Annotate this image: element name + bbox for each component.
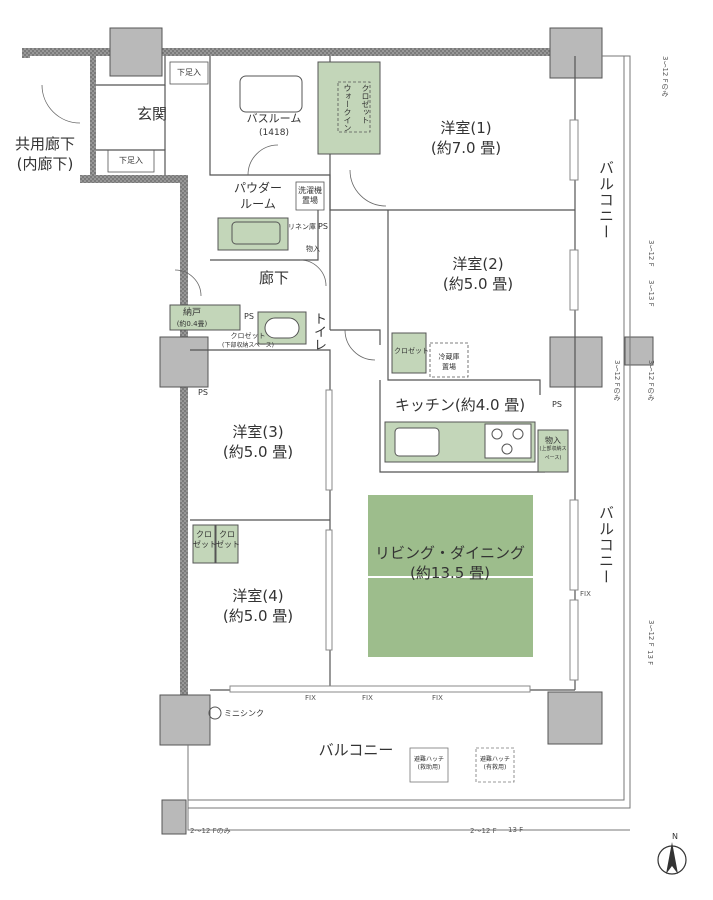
room-4: 洋室(4)(約5.0 畳) (222, 587, 294, 625)
ps-label: PS (198, 388, 208, 397)
washer-label: 洗濯機置場 (298, 186, 322, 205)
hatch-rescue-box (409, 747, 449, 783)
compass-needle (666, 842, 678, 874)
column (161, 799, 187, 835)
room-kitchen: キッチン(約4.0 畳) (394, 396, 526, 414)
closet-b-label: クロゼット (216, 530, 240, 549)
room-3: 洋室(3)(約5.0 畳) (222, 423, 294, 461)
floor-note: 2〜12 Fのみ (190, 827, 231, 835)
burner (512, 428, 524, 440)
floor-note: 3〜12 Fのみ (613, 360, 621, 401)
floor-note: 3〜12 F (647, 620, 655, 647)
room-hallway: 廊下 (258, 269, 290, 287)
hatch-rescue-label: 避難ハッチ(救助用) (413, 756, 444, 771)
room-living: リビング・ダイニング(約13.5 畳) (374, 544, 526, 582)
balcony-right-top: バルコニー (597, 160, 615, 240)
column (549, 27, 603, 79)
floor-note: 2〜12 F (470, 827, 497, 835)
door-swings (41, 84, 387, 361)
wall-left-entrance (22, 48, 30, 58)
fix-label: FIX (432, 694, 443, 702)
fix-label: FIX (305, 694, 316, 702)
floor-note: 3〜12 F (647, 240, 655, 267)
shoe-storage-bottom-box (107, 149, 155, 173)
fridge-label: 冷蔵庫置場 (438, 353, 460, 371)
room-corridor-common: 共用廊下(内廊下) (14, 135, 76, 173)
hatch-escape-box (475, 747, 515, 783)
column (547, 691, 603, 745)
walkin-closet-inner (337, 81, 371, 133)
room-nando: 納戸(約0.4畳) (176, 308, 208, 328)
bathtub (239, 75, 303, 113)
wall-corridor-bottom (80, 175, 188, 183)
room-bathroom: バスルーム(1418) (246, 112, 302, 138)
linen-label: リネン庫 (288, 223, 316, 231)
walkin-closet-label: ウォークイン (343, 84, 352, 132)
balcony-outline (187, 55, 631, 831)
balcony-right-bottom: バルコニー (597, 505, 615, 585)
floor-note: 3〜12 Fのみ (647, 360, 655, 401)
ps-label: PS (552, 400, 562, 409)
closet-kitchen-label: クロゼット (394, 347, 429, 355)
burner (491, 428, 503, 440)
fix-label: FIX (362, 694, 373, 702)
room-powder: パウダールーム (233, 181, 283, 211)
column (549, 336, 603, 388)
washer-space (295, 181, 325, 211)
column (159, 694, 211, 746)
closet-a-label: クロゼット (193, 530, 217, 549)
balcony-bottom: バルコニー (318, 741, 394, 759)
windows (229, 119, 579, 693)
kitchen-closet-fill (391, 332, 427, 374)
walkin-closet-label-2: クロゼット (361, 84, 370, 124)
floor-note: 13 F (646, 650, 654, 666)
ps-label: PS (244, 312, 254, 321)
mini-sink-icon (208, 706, 222, 720)
storage-small-label: 物入 (306, 245, 320, 253)
room-2: 洋室(2)(約5.0 畳) (442, 255, 514, 293)
wall-top (22, 48, 552, 56)
toilet-bowl (264, 317, 300, 339)
closet-b-fill (215, 524, 239, 564)
room-toilet: トイレ (311, 312, 326, 351)
kitchen-stove (484, 423, 532, 459)
closet-storage-label: クロゼット(下部収納スペース) (222, 332, 274, 349)
room-1: 洋室(1)(約7.0 畳) (430, 119, 502, 157)
room-entrance: 玄関 (136, 105, 168, 123)
floor-note: 13 F (508, 826, 524, 834)
shoe-storage-top-box (169, 61, 209, 85)
column (109, 27, 163, 77)
wall-entry-side (90, 56, 96, 176)
floor-note: 3〜12 Fのみ (661, 56, 669, 97)
vanity-counter (217, 217, 289, 251)
fridge-space (429, 342, 469, 378)
kitchen-sink (394, 427, 440, 457)
compass-label: N (672, 832, 678, 841)
shoe-storage-top: 下足入 (177, 68, 201, 77)
storage-kitchen-label: 物入(上部収納スペース) (539, 436, 567, 461)
floor-note: 3〜13 F (647, 280, 655, 307)
storage-nando-fill (169, 304, 241, 331)
column (159, 336, 209, 388)
fix-label: FIX (580, 590, 591, 598)
shoe-storage-bottom: 下足入 (119, 156, 143, 165)
burner (501, 443, 513, 455)
wall-left-main (180, 175, 188, 705)
mini-sink-label: ミニシンク (224, 709, 264, 718)
closet-a-fill (192, 524, 216, 564)
vanity-basin (231, 221, 281, 245)
hatch-escape-label: 避難ハッチ(有救用) (479, 756, 510, 771)
kitchen-storage-fill (537, 429, 569, 473)
ps-label: PS (318, 222, 328, 231)
